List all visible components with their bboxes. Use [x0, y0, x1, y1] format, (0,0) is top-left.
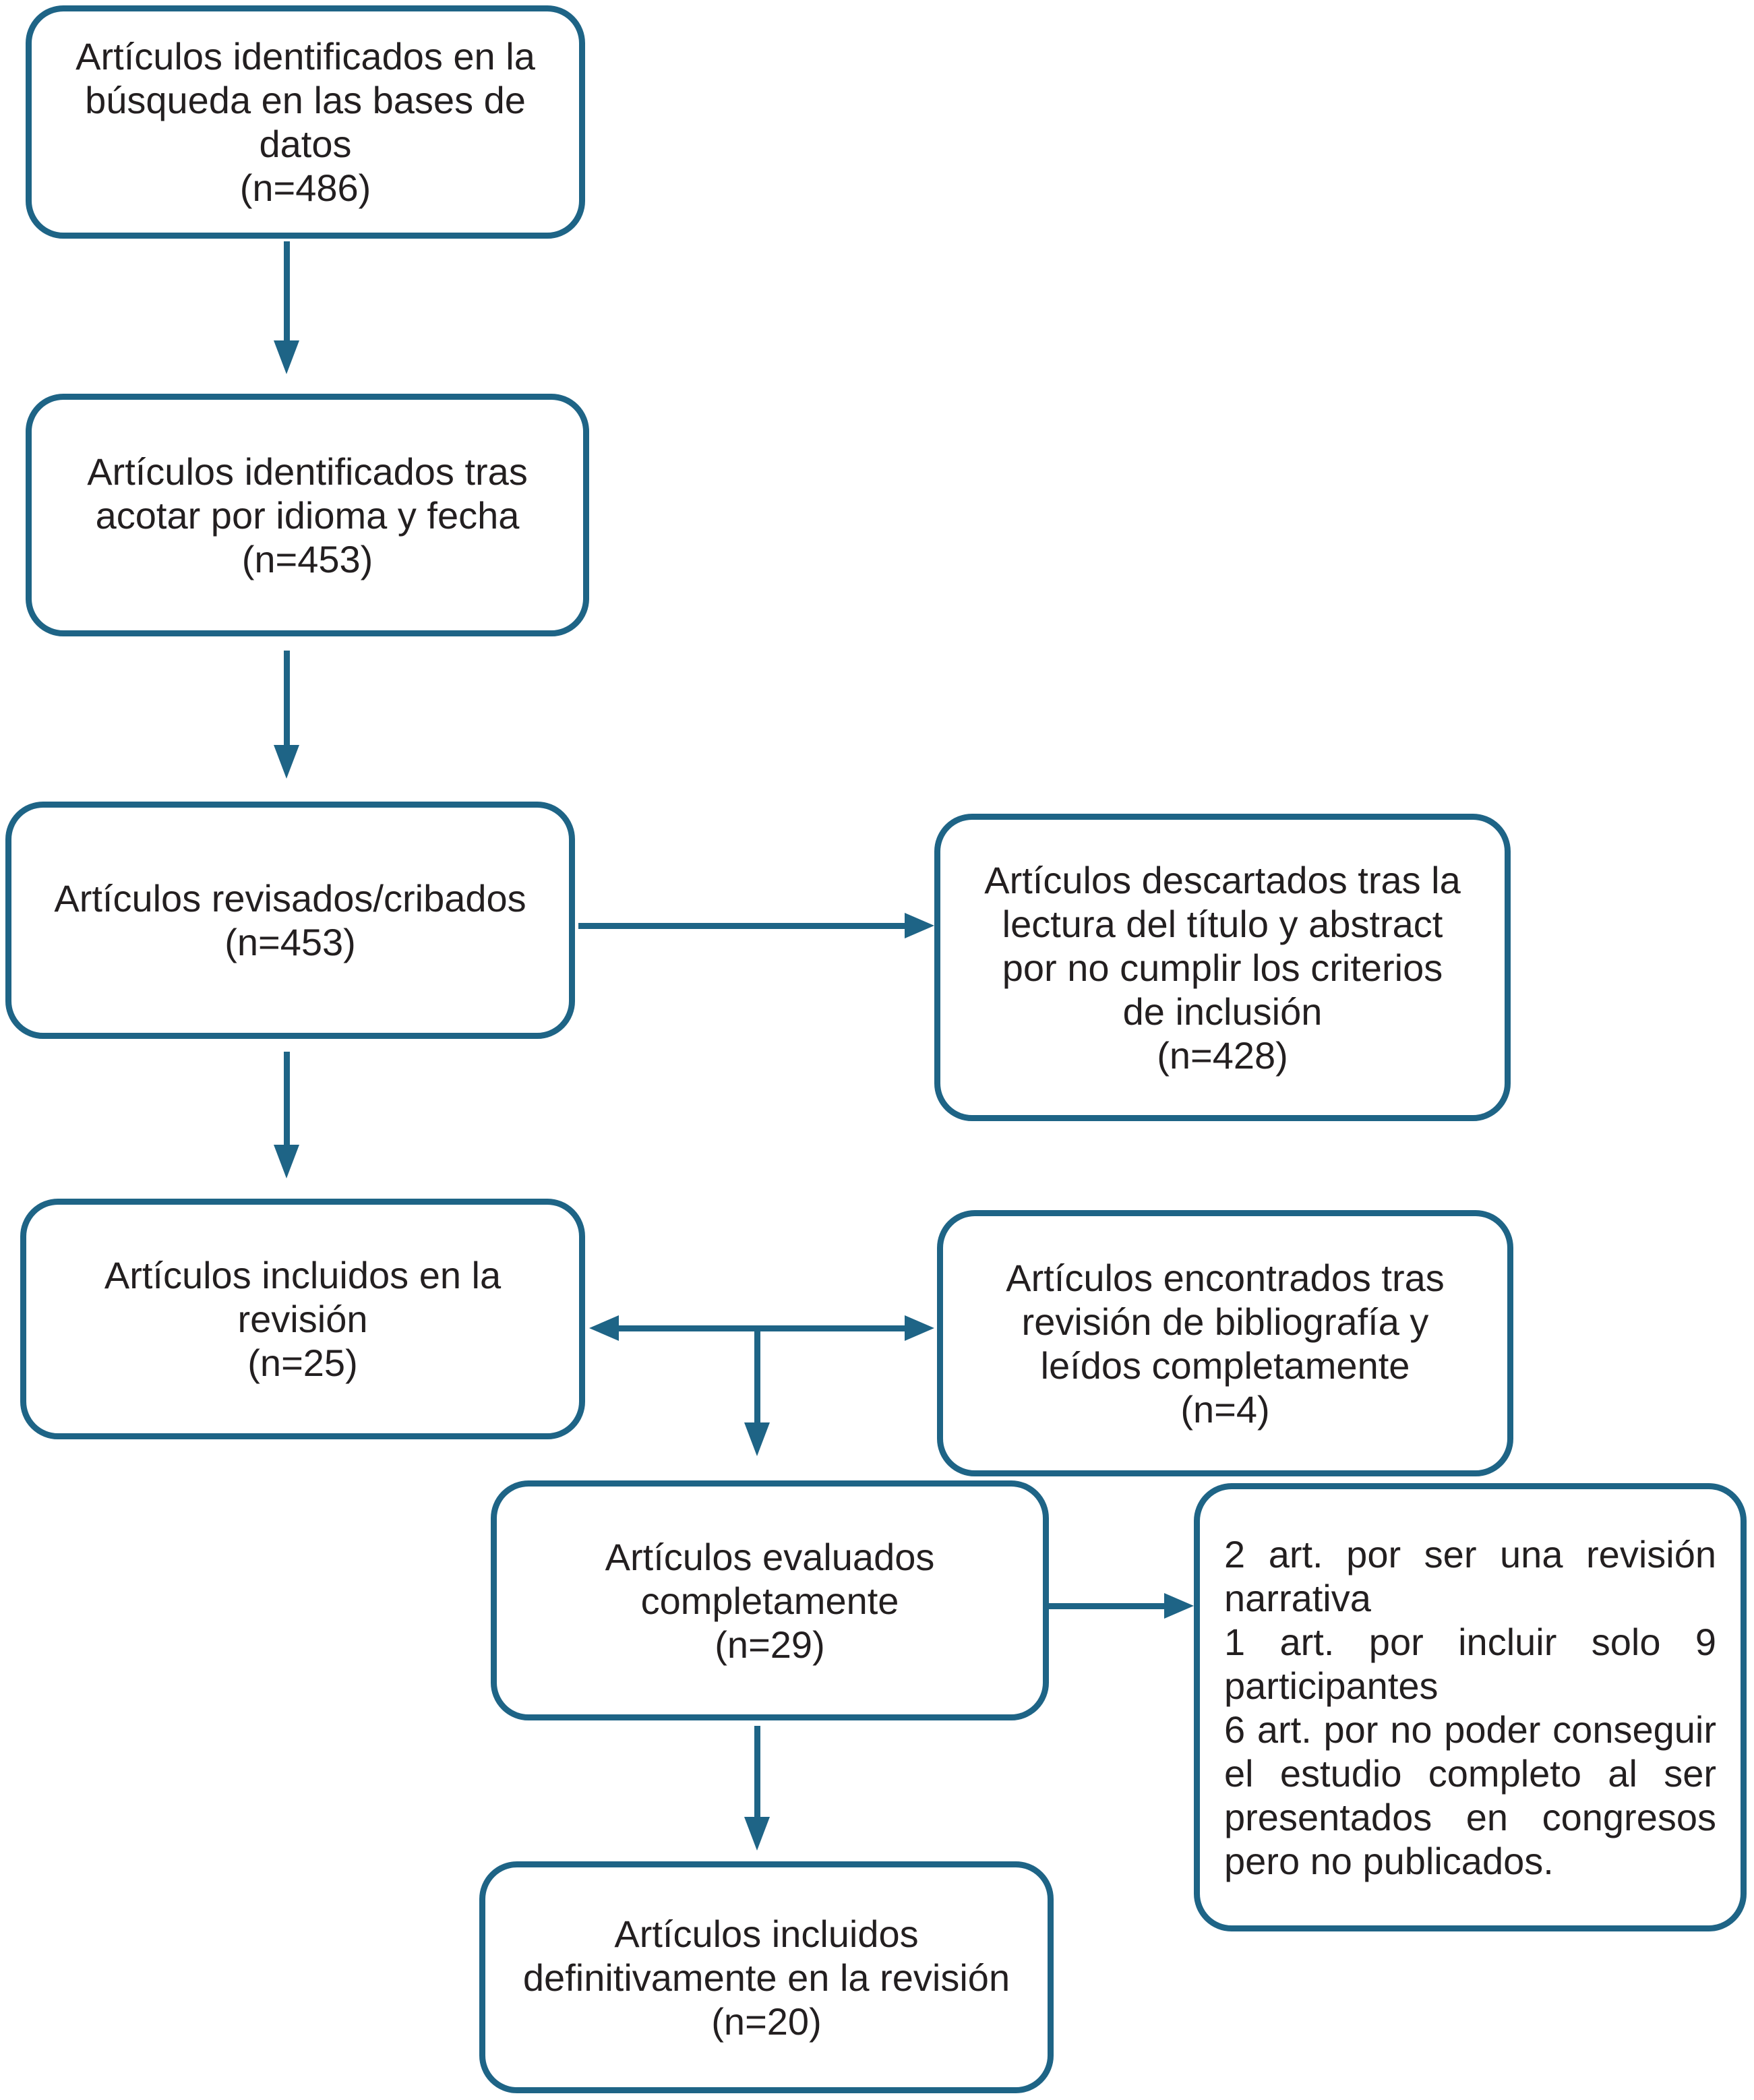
excluded-reason-line: pero no publicados.	[1224, 1839, 1554, 1882]
arrow-down-icon	[274, 340, 299, 374]
arrow-right-icon	[905, 1315, 934, 1341]
arrow-screened-to-included-line	[284, 1052, 290, 1146]
excluded-reason-line: 1 art. por incluir solo 9	[1224, 1620, 1716, 1663]
box-final-included-label: Artículos incluidos definitivamente en l…	[522, 1912, 1010, 2043]
box-found-bibliography-label: Artículos encontrados tras revisión de b…	[1006, 1256, 1445, 1431]
arrow-down-icon	[744, 1422, 770, 1456]
box-identified-filtered-label: Artículos identificados tras acotar por …	[87, 450, 528, 580]
excluded-reason-line: 6 art. por no poder conseguir	[1224, 1708, 1716, 1751]
box-fully-evaluated-label: Artículos evaluados completamente (n=29)	[605, 1535, 935, 1666]
box-screened: Artículos revisados/cribados (n=453)	[5, 802, 575, 1039]
arrow-included-bibliography-line	[617, 1325, 906, 1331]
box-identified-search: Artículos identificados en la búsqueda e…	[26, 5, 585, 239]
box-fully-evaluated: Artículos evaluados completamente (n=29)	[491, 1480, 1049, 1720]
box-discarded-title-abstract: Artículos descartados tras la lectura de…	[934, 814, 1511, 1121]
box-found-bibliography: Artículos encontrados tras revisión de b…	[937, 1210, 1513, 1476]
arrow-down-icon	[274, 1145, 299, 1178]
excluded-reason-line: el estudio completo al ser	[1224, 1751, 1716, 1795]
excluded-reason-line: participantes	[1224, 1664, 1439, 1707]
box-identified-filtered: Artículos identificados tras acotar por …	[26, 394, 589, 636]
box-included-review-label: Artículos incluidos en la revisión (n=25…	[104, 1254, 502, 1384]
box-included-review: Artículos incluidos en la revisión (n=25…	[20, 1199, 585, 1439]
arrow-left-icon	[589, 1315, 619, 1341]
box-discarded-title-abstract-label: Artículos descartados tras la lectura de…	[984, 858, 1461, 1077]
excluded-reason-line: 2 art. por ser una revisión	[1224, 1532, 1716, 1576]
box-final-included: Artículos incluidos definitivamente en l…	[479, 1861, 1054, 2093]
arrow-down-icon	[744, 1817, 770, 1851]
arrow-right-icon	[905, 913, 934, 938]
arrow-right-icon	[1164, 1593, 1194, 1619]
excluded-reason-line: narrativa	[1224, 1576, 1371, 1619]
excluded-reason-line: presentados en congresos	[1224, 1795, 1716, 1838]
arrow-filtered-to-screened-line	[284, 651, 290, 747]
arrow-merge-to-evaluated-line	[754, 1328, 760, 1424]
arrow-evaluated-to-reasons-line	[1049, 1603, 1166, 1609]
box-identified-search-label: Artículos identificados en la búsqueda e…	[75, 35, 535, 209]
arrow-search-to-filtered-line	[284, 241, 290, 342]
arrow-down-icon	[274, 745, 299, 779]
arrow-evaluated-to-final-line	[754, 1726, 760, 1819]
arrow-screened-to-discarded-line	[578, 923, 907, 929]
box-screened-label: Artículos revisados/cribados (n=453)	[54, 877, 526, 963]
